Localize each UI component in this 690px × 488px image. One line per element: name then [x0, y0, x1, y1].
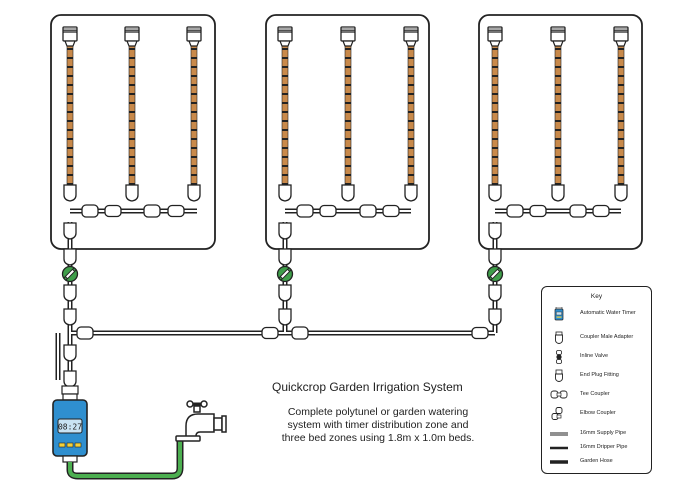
- dripper-pipe-icon: [550, 446, 568, 450]
- legend-label: Garden Hose: [580, 458, 613, 464]
- legend-label: Inline Valve: [580, 353, 609, 359]
- zone-2: [277, 26, 419, 240]
- diagram-title: Quickcrop Garden Irrigation System: [272, 380, 463, 394]
- legend-item-supply-pipe: 16mm Supply Pipe: [542, 427, 651, 441]
- zone-3: [487, 26, 629, 240]
- legend-label: Elbow Coupler: [580, 410, 616, 416]
- legend-item-water-timer: Automatic Water Timer: [542, 307, 651, 321]
- legend-label: Coupler Male Adapter: [580, 334, 634, 340]
- legend-item-inline-valve: Inline Valve: [542, 350, 651, 364]
- legend-item-dripper-pipe: 16mm Dripper Pipe: [542, 441, 651, 455]
- garden-hose-icon: [550, 460, 568, 464]
- inline-valve-icon: [556, 350, 562, 364]
- legend-item-end-plug: End Plug Fitting: [542, 369, 651, 383]
- legend-label: Automatic Water Timer: [580, 310, 636, 316]
- legend-item-garden-hose: Garden Hose: [542, 455, 651, 469]
- legend-key: Key Automatic Water Timer Coupler Male A…: [541, 286, 652, 474]
- tee-coupler-icon: [550, 390, 568, 399]
- legend-item-tee-coupler: Tee Coupler: [542, 388, 651, 402]
- legend-item-coupler-male-adapter: Coupler Male Adapter: [542, 331, 651, 345]
- elbow-coupler-icon: [551, 407, 563, 420]
- legend-label: End Plug Fitting: [580, 372, 619, 378]
- end-plug-icon: [555, 369, 563, 382]
- supply-pipe-icon: [550, 432, 568, 436]
- legend-item-elbow-coupler: Elbow Coupler: [542, 407, 651, 421]
- timer-display-text: 08:27: [58, 423, 82, 432]
- legend-label: 16mm Supply Pipe: [580, 430, 627, 436]
- legend-label: Tee Coupler: [580, 391, 610, 397]
- diagram-description: Complete polytunel or garden watering sy…: [268, 406, 488, 445]
- tap-icon: [175, 400, 227, 442]
- description-line-3: three bed zones using 1.8m x 1.0m beds.: [281, 432, 475, 444]
- water-timer-icon: [554, 307, 564, 321]
- description-line-1: Complete polytunel or garden watering: [287, 406, 469, 418]
- coupler-male-adapter-icon: [555, 331, 563, 344]
- description-line-2: system with timer distribution zone and: [287, 419, 469, 431]
- zone-1: [62, 26, 202, 240]
- water-timer: 08:27: [52, 385, 88, 463]
- timer-screen: [57, 418, 83, 434]
- legend-title: Key: [590, 293, 603, 300]
- legend-label: 16mm Dripper Pipe: [580, 444, 628, 450]
- riser-fittings: [61, 248, 504, 388]
